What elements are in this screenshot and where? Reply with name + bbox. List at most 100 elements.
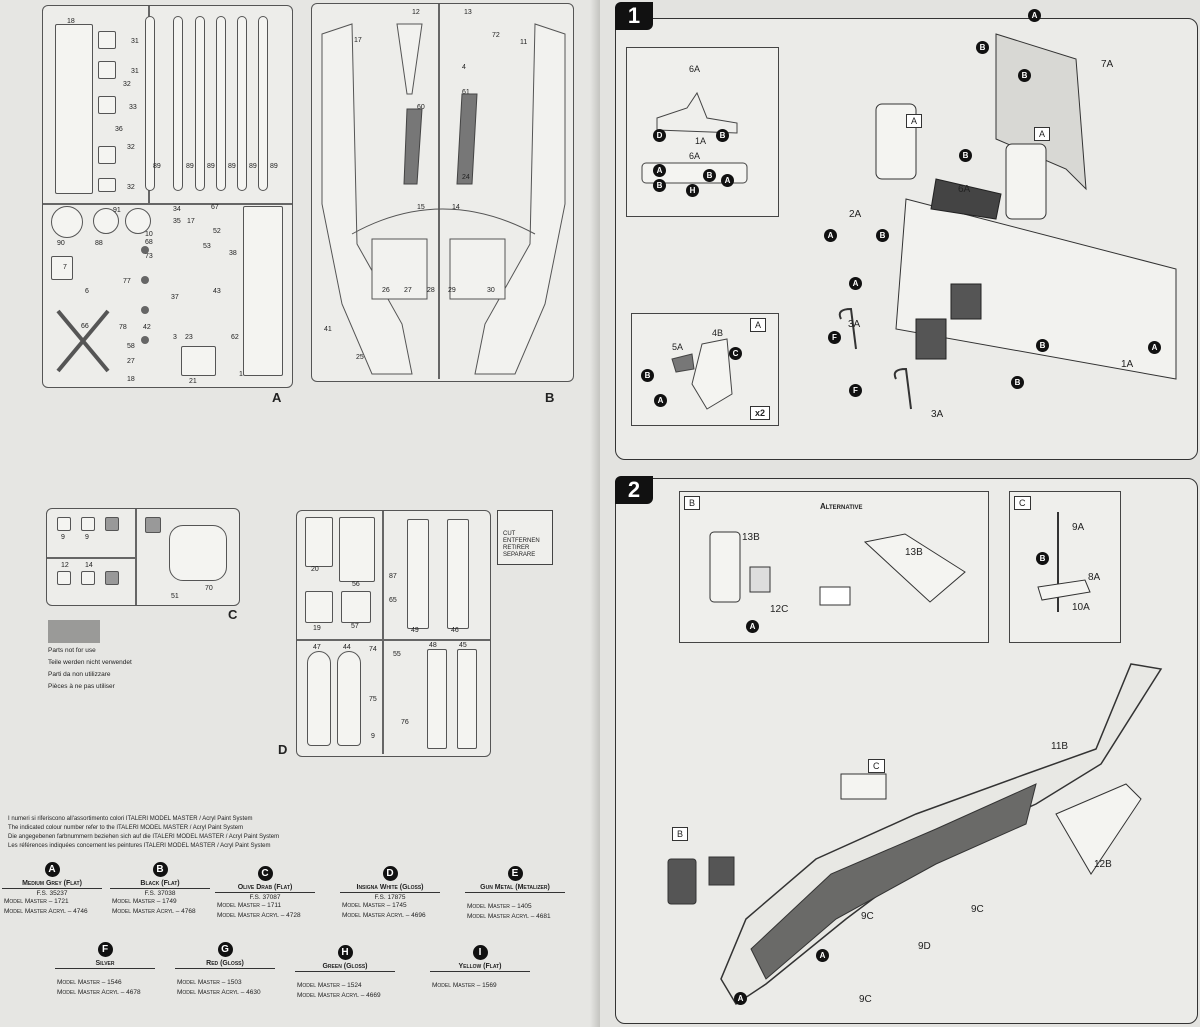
paint-model-master: Model Master – 1546 (57, 979, 122, 986)
part-number: 27 (127, 358, 135, 365)
part-number: 87 (389, 573, 397, 580)
part-number: 88 (95, 240, 103, 247)
paint-model-master: Model Master – 1745 (342, 902, 407, 909)
paint-name: Black (Flat) (110, 880, 210, 889)
part-1-floor (243, 206, 283, 376)
cut-label: SEPARARE (503, 552, 536, 558)
paint-callout: F (849, 384, 862, 397)
part-number: 57 (351, 623, 359, 630)
paint-code-badge: D (382, 866, 398, 881)
part-number: 60 (417, 104, 425, 111)
part-number: 32 (123, 81, 131, 88)
part-number: 6 (85, 288, 89, 295)
paint-notes: I numeri si riferiscono all'assortimento… (8, 815, 279, 851)
sprue-c-frame: 9 9 12 14 70 51 (46, 508, 240, 606)
part-number: 90 (57, 240, 65, 247)
part-number: 1A (1121, 359, 1134, 370)
part-number: 36 (115, 126, 123, 133)
part-number: 10A (1072, 602, 1090, 613)
part-number: 6A (689, 64, 701, 74)
paint-name: Insigna White (Gloss) (340, 884, 440, 893)
part-number: 9 (85, 534, 89, 541)
paint-name: Red (Gloss) (175, 960, 275, 969)
paint-callout: A (824, 229, 837, 242)
part-18-panel (55, 24, 93, 194)
part-number: 9 (61, 534, 65, 541)
part-number: 13B (742, 532, 760, 543)
paint-callout: B (1018, 69, 1031, 82)
not-for-use-legend: Parts not for use Teile werden nicht ver… (48, 647, 138, 691)
part-number: 29 (448, 287, 456, 294)
paint-callout: A (734, 992, 747, 1005)
part-number: 24 (462, 174, 470, 181)
part-number: 51 (171, 593, 179, 600)
step-1-detail-6a: 6A 1A 6A (626, 47, 779, 217)
paint-callout: A (816, 949, 829, 962)
paint-callout: C (729, 347, 742, 360)
part-number: 15 (417, 204, 425, 211)
part-number: 11 (520, 39, 528, 46)
legend-line: Pièces à ne pas utiliser (48, 683, 115, 690)
step-2-detail-c: C 9A 8A 10A B (1009, 491, 1121, 643)
part-number: 6A (689, 151, 701, 161)
part-number: 89 (153, 163, 161, 170)
part-number: 12C (770, 604, 789, 615)
part-number: 65 (389, 597, 397, 604)
part-number: 21 (189, 378, 197, 385)
paint-callout: A (1148, 341, 1161, 354)
part-number: 14 (452, 204, 460, 211)
part-number: 20 (311, 566, 319, 573)
paint-name: Medium Grey (Flat) (2, 880, 102, 889)
paint-note: Die angegebenen farbnummern beziehen sic… (8, 834, 280, 840)
paint-name: Green (Gloss) (295, 963, 395, 972)
paint-acryl: Model Master Acryl – 4630 (177, 989, 261, 996)
paint-model-master: Model Master – 1721 (4, 898, 69, 905)
paint-fs-number: F.S. 37038 (144, 890, 176, 897)
part-number: 5A (672, 342, 684, 352)
part-number: 17 (187, 218, 195, 225)
part-number: 6A (958, 184, 971, 195)
alternative-heading: Alternative (820, 502, 863, 511)
cut-label: ENTFERNEN (503, 538, 540, 544)
paint-name: Olive Drab (Flat) (215, 884, 315, 893)
part-number: 53 (203, 243, 211, 250)
part-number: 68 (145, 239, 153, 246)
paint-callout: A (721, 174, 734, 187)
legend-line: Parts not for use (48, 647, 96, 654)
step-2-alternative-box: B Alternative 13B 12C 13B A (679, 491, 989, 643)
part-number: 70 (205, 585, 213, 592)
paint-model-master: Model Master – 1503 (177, 979, 242, 986)
part-number: 89 (270, 163, 278, 170)
part-number: 13B (905, 547, 923, 558)
paint-acryl: Model Master Acryl – 4768 (112, 908, 196, 915)
sprue-d-frame: 20 56 87 19 57 65 49 46 47 44 74 55 48 4… (296, 510, 491, 757)
paint-code-badge: B (152, 862, 168, 877)
sprue-tag: C (868, 759, 885, 773)
part-number: 75 (369, 696, 377, 703)
cut-legend-box: CUT ENTFERNEN RETIRER SEPARARE (497, 510, 553, 565)
paint-acryl: Model Master Acryl – 4746 (4, 908, 88, 915)
step-2-badge: 2 (615, 476, 653, 504)
paint-note: I numeri si riferiscono all'assortimento… (8, 816, 253, 822)
part-number: 35 (173, 218, 181, 225)
part-number: 37 (171, 294, 179, 301)
part-number: 12 (61, 562, 69, 569)
paint-code-badge: A (44, 862, 60, 877)
part-number: 25 (356, 354, 364, 361)
step-1-badge: 1 (615, 2, 653, 30)
paint-model-master: Model Master – 1749 (112, 898, 177, 905)
part-number: 56 (352, 581, 360, 588)
sprue-tag: C (1014, 496, 1031, 510)
part-number: 23 (185, 334, 193, 341)
part-number: 31 (131, 68, 139, 75)
paint-acryl: Model Master Acryl – 4669 (297, 992, 381, 999)
part-number: 30 (487, 287, 495, 294)
part-number: 78 (119, 324, 127, 331)
part-70-canopy (169, 525, 227, 581)
part-number: 89 (228, 163, 236, 170)
cut-label: CUT (503, 531, 516, 537)
